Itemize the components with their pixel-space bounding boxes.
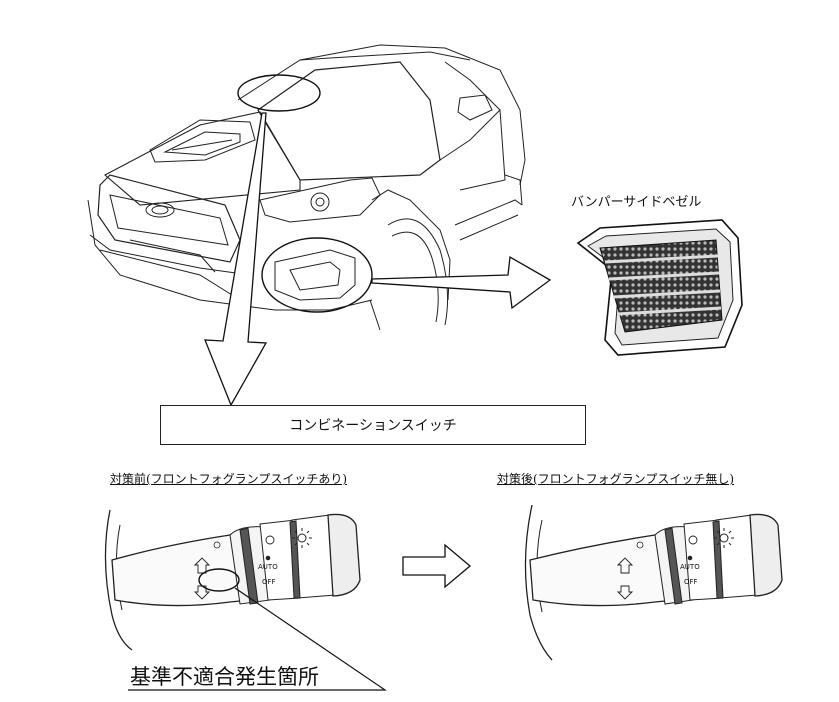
switch-before-off-label: OFF <box>262 578 276 586</box>
fog-switch-ellipse <box>198 568 240 592</box>
after-caption: 対策後(フロントフォグランプスイッチ無し) <box>497 472 735 486</box>
switch-after-off-label: OFF <box>684 578 698 586</box>
switch-before-auto-label: AUTO <box>258 563 278 571</box>
arrow-to-bumper-bezel <box>371 255 552 310</box>
switch-location-ellipse <box>237 74 321 112</box>
arrow-to-combination-switch <box>204 112 268 407</box>
bezel-location-ellipse <box>261 237 373 313</box>
combination-switch-box: コンビネーションスイッチ <box>160 405 586 445</box>
combination-switch-after <box>524 504 783 661</box>
switch-after-auto-label: AUTO <box>680 563 700 571</box>
bumper-side-bezel-label: バンパーサイドベゼル <box>571 195 702 210</box>
nonconformity-location-label: 基準不適合発生箇所 <box>130 665 319 689</box>
bumper-side-bezel-part <box>576 219 743 356</box>
nonconformity-leader-line <box>128 587 387 691</box>
before-caption: 対策前(フロントフォグランプスイッチあり) <box>110 472 348 486</box>
car-illustration <box>87 44 526 331</box>
combination-switch-label: コンビネーションスイッチ <box>289 418 457 434</box>
before-to-after-arrow <box>402 543 472 589</box>
combination-switch-before <box>104 509 361 651</box>
